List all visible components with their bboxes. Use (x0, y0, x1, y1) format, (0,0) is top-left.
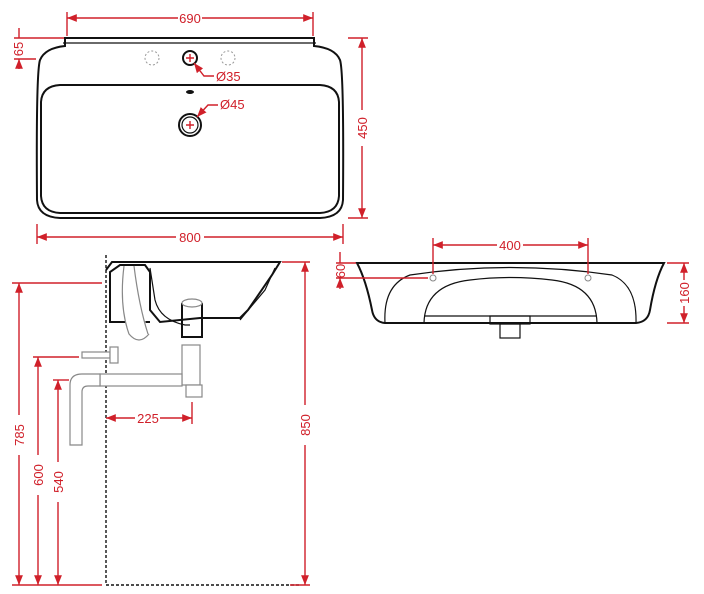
optional-tap-hole-right (220, 50, 236, 66)
waste-outlet-front (499, 323, 521, 339)
fixing-span-dimension: 400 (499, 238, 521, 253)
tap-hole (182, 50, 198, 66)
depth-dimension: 450 (355, 117, 370, 139)
waste-projection-dimension: 225 (137, 411, 159, 426)
basin-height-dimension: 160 (677, 282, 692, 304)
wall-and-floor-line (105, 255, 300, 586)
water-supply-height-dimension: 600 (31, 464, 46, 486)
rear-depth-dimension: 65 (11, 42, 26, 56)
tap-span-dimension: 690 (179, 11, 201, 26)
fixing-hole-right (584, 274, 592, 282)
drain-diameter-label: Ø45 (220, 97, 245, 112)
side-view: 850 785 600 540 225 (12, 255, 313, 585)
width-dimension: 800 (179, 230, 201, 245)
waste-pipe (99, 373, 183, 387)
fixing-drop-dimension: 60 (333, 264, 348, 278)
fixing-height-dimension: 785 (12, 424, 27, 446)
basin-outline-top (35, 37, 345, 219)
water-supply-valve (81, 351, 111, 359)
trap-outlet-pipe (69, 373, 101, 446)
top-height-dimension: 850 (298, 414, 313, 436)
drain-hole (178, 113, 202, 137)
front-view: 400 60 160 (333, 238, 692, 339)
tap-hole-diameter-label: Ø35 (216, 69, 241, 84)
overflow-hole (186, 90, 194, 94)
basin-bowl-top (40, 84, 340, 214)
basin-outline-front (355, 262, 666, 324)
fixing-hole-left (429, 274, 437, 282)
optional-tap-hole-left (144, 50, 160, 66)
basin-profile-side (105, 261, 282, 324)
waste-height-dimension: 540 (51, 471, 66, 493)
top-view: Ø35 Ø45 690 65 450 800 (11, 11, 370, 245)
